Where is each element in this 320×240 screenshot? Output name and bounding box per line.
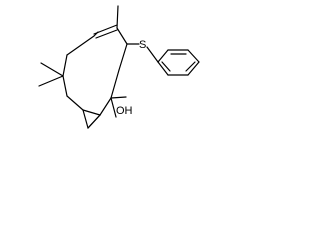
bond: [62, 54, 68, 77]
double-bond: [95, 29, 118, 39]
structure-drawing: S OH: [0, 0, 219, 149]
bond: [82, 109, 101, 116]
bond: [187, 61, 200, 76]
bond: [99, 97, 112, 116]
double-bond: [93, 24, 118, 35]
bond: [187, 49, 200, 63]
bond: [82, 109, 89, 129]
bond: [118, 43, 128, 71]
bond: [110, 96, 127, 99]
bond: [62, 75, 68, 97]
bond: [38, 75, 64, 87]
bond: [157, 49, 169, 63]
bond: [157, 61, 169, 76]
bond: [110, 69, 120, 99]
aromatic-inner-bond: [185, 61, 196, 72]
bond: [116, 5, 119, 29]
bond: [87, 114, 101, 129]
hydroxyl-atom-label: OH: [116, 105, 133, 117]
sulfur-atom-label: S: [139, 39, 146, 51]
aromatic-inner-bond: [161, 61, 171, 72]
bond: [110, 97, 117, 118]
bond-group: [38, 5, 159, 129]
phenyl-ring: [157, 49, 200, 76]
bond: [40, 62, 64, 77]
bond: [66, 35, 95, 56]
bond: [146, 46, 159, 63]
bond: [66, 95, 84, 111]
bond: [116, 27, 128, 45]
molecule-diagram: S OH: [0, 0, 219, 149]
